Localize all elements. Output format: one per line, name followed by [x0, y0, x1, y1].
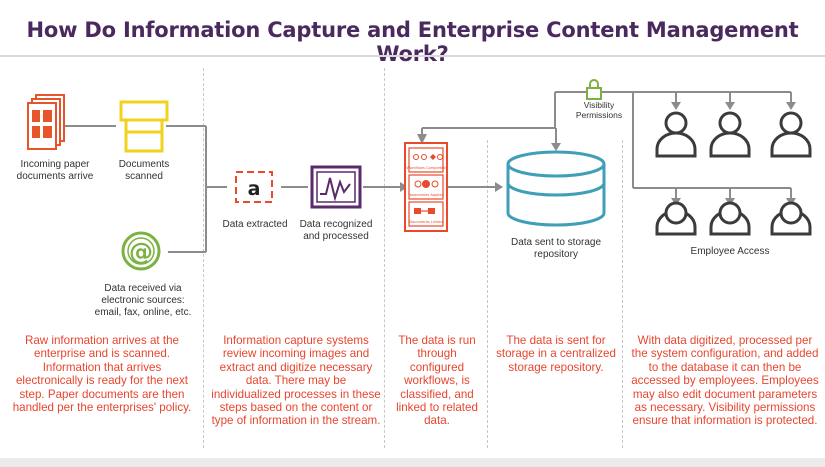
paper-documents-icon [27, 94, 65, 150]
employee-icon [709, 201, 751, 236]
employee-icon [770, 201, 812, 236]
page-title: How Do Information Capture and Enterpris… [26, 18, 799, 66]
description-access: With data digitized, processed per the s… [631, 334, 819, 428]
email-glyph: @ [129, 238, 153, 266]
connector-lines [62, 91, 792, 253]
employee-icon [655, 111, 697, 158]
label-incoming: Incoming paper documents arrive [16, 159, 94, 182]
bottom-frame [0, 458, 825, 467]
label-recognized: Data recognized and processed [299, 219, 373, 242]
column-divider [487, 140, 488, 448]
label-scanned: Documents scanned [118, 159, 170, 182]
workflow-panel: Workflows Completed Taxonomies Applied D… [404, 142, 448, 232]
workflow-row-label: Taxonomies Applied [407, 193, 444, 197]
employee-icon [770, 111, 812, 158]
column-divider [384, 68, 385, 448]
extract-icon: a [235, 171, 273, 203]
description-workflow: The data is run through configured workf… [396, 334, 478, 428]
database-icon [506, 150, 606, 227]
employee-icon [709, 111, 751, 158]
recognize-icon [310, 165, 362, 209]
email-icon: @ [121, 231, 161, 271]
title-divider [0, 55, 825, 57]
workflow-row-label: Documents Linked [409, 220, 442, 224]
column-divider [622, 140, 623, 448]
label-employee: Employee Access [690, 246, 770, 257]
scanner-icon [119, 100, 169, 153]
employee-icon [655, 201, 697, 236]
employee-icons [655, 111, 812, 236]
label-storage: Data sent to storage repository [510, 237, 602, 260]
label-visibility: Visibility Permissions [575, 100, 623, 120]
description-capture: Raw information arrives at the enterpris… [12, 334, 192, 415]
description-storage: The data is sent for storage in a centra… [496, 334, 616, 374]
column-divider [203, 68, 204, 448]
workflow-row-label: Workflows Completed [406, 166, 445, 170]
label-extracted: Data extracted [222, 219, 288, 230]
extract-glyph: a [248, 178, 261, 200]
label-electronic: Data received via electronic sources: em… [94, 283, 192, 318]
lock-icon [586, 79, 602, 100]
description-extract: Information capture systems review incom… [211, 334, 381, 428]
